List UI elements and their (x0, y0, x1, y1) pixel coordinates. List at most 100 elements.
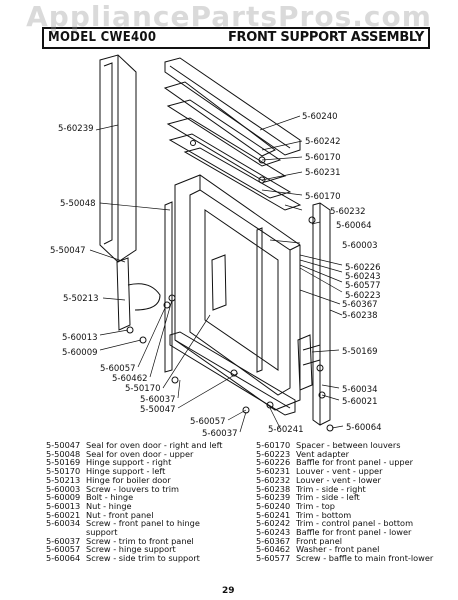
legend-part-number: 5-60021 (46, 509, 81, 520)
legend-row: 5-50048 Seal for oven door - upper (46, 448, 223, 459)
legend-part-number: 5-60577 (256, 553, 291, 564)
legend-part-number: 5-60064 (46, 553, 81, 564)
callout-5-60021: 5-60021 (342, 397, 378, 407)
callout-5-50169: 5-50169 (342, 347, 378, 357)
legend-part-number: 5-60243 (256, 527, 291, 538)
legend-description: Louver - vent - lower (296, 474, 381, 485)
legend-part-number: 5-50048 (46, 448, 81, 459)
callout-5-60226: 5-60226 (345, 263, 381, 273)
legend-description: Trim - bottom (296, 509, 352, 520)
callout-5-60243: 5-60243 (345, 272, 381, 282)
legend-row: 5-60037 Screw - trim to front panel (46, 537, 223, 546)
legend-part-number: 5-60231 (256, 466, 291, 477)
callout-5-50170: 5-50170 (125, 384, 161, 394)
legend-description: Washer - front panel (296, 544, 380, 555)
legend-part-number: 5-60232 (256, 474, 291, 485)
legend-row: 5-60243 Baffle for front panel - lower (256, 528, 433, 537)
legend-part-number: 5-60226 (256, 457, 291, 468)
callout-5-60462: 5-60462 (112, 374, 148, 384)
exploded-diagram: 5-60240 5-60239 5-60242 5-60170 5-60231 … (50, 54, 382, 439)
legend-row: support (46, 528, 223, 537)
legend-part-number: 5-60034 (46, 518, 81, 529)
legend-description: Bolt - hinge (86, 492, 134, 503)
legend-right-column: 5-60170 Spacer - between louvers 5-60223 Ve… (256, 441, 433, 563)
legend-row: 5-60232 Louver - vent - lower (256, 476, 433, 485)
legend-part-number: 5-60013 (46, 500, 81, 511)
model-title: MODEL CWE400 (48, 30, 157, 45)
legend-part-number: 5-60239 (256, 492, 291, 503)
section-title: FRONT SUPPORT ASSEMBLY (227, 30, 424, 45)
legend-description: support (86, 527, 118, 538)
callout-5-60242: 5-60242 (305, 137, 341, 147)
legend-part-number: 5-60003 (46, 483, 81, 494)
callout-5-60057: 5-60057 (100, 364, 136, 374)
legend-part-number: 5-60242 (256, 518, 291, 529)
callout-5-60057-b: 5-60057 (190, 417, 226, 427)
legend-part-number: 5-60223 (256, 448, 291, 459)
legend-description: Screw - louvers to trim (86, 483, 180, 494)
page-number: 29 (222, 586, 235, 596)
legend-description: Front panel (296, 535, 343, 546)
legend-row: 5-60170 Spacer - between louvers (256, 441, 433, 450)
callout-5-60009: 5-60009 (62, 348, 98, 358)
legend-row: 5-60223 Vent adapter (256, 448, 433, 459)
legend-description: Screw - front panel to hinge (86, 518, 200, 529)
legend-part-number: 5-60241 (256, 509, 291, 520)
legend-description: Hinge support - left (86, 466, 166, 477)
callout-5-60003: 5-60003 (342, 241, 378, 251)
callout-5-60034: 5-60034 (342, 385, 378, 395)
legend-part-number: 5-60238 (256, 483, 291, 494)
legend-description: Seal for oven door - upper (86, 448, 194, 459)
legend-row: 5-60241 Trim - bottom (256, 509, 433, 520)
callout-5-60232: 5-60232 (330, 207, 366, 217)
legend-description: Spacer - between louvers (296, 440, 401, 450)
legend-part-number: 5-60057 (46, 544, 81, 555)
legend-row: 5-60009 Bolt - hinge (46, 493, 223, 502)
callout-5-60013: 5-60013 (62, 333, 98, 343)
callout-5-60367: 5-60367 (342, 300, 378, 310)
legend-description: Vent adapter (296, 448, 350, 459)
callout-5-60037: 5-60037 (140, 395, 176, 405)
callout-labels: 5-60240 5-60239 5-60242 5-60170 5-60231 … (50, 112, 382, 439)
legend-part-number: 5-60009 (46, 492, 81, 503)
callout-5-60239: 5-60239 (58, 124, 94, 134)
legend-description: Baffle for front panel - lower (296, 527, 412, 538)
callout-5-60170-b: 5-60170 (305, 192, 341, 202)
legend-row: 5-60003 Screw - louvers to trim (46, 483, 223, 494)
callout-5-60238: 5-60238 (342, 311, 378, 321)
legend-part-number: 5-60240 (256, 500, 291, 511)
legend-description: Hinge for boiler door (86, 474, 171, 485)
callout-5-50047: 5-50047 (50, 246, 86, 256)
legend-part-number: 5-50213 (46, 474, 81, 485)
page-header: MODEL CWE400 FRONT SUPPORT ASSEMBLY (42, 27, 430, 49)
callout-5-60231: 5-60231 (305, 168, 341, 178)
legend-description: Louver - vent - upper (296, 466, 383, 477)
legend-description: Screw - baffle to main front-lower (296, 553, 434, 564)
legend-row: 5-60462 Washer - front panel (256, 545, 433, 554)
legend-part-number: 5-60170 (256, 440, 291, 450)
callout-5-60577: 5-60577 (345, 281, 381, 291)
legend-description: Hinge support - right (86, 457, 172, 468)
legend-part-number: 5-50047 (46, 440, 81, 450)
callout-5-60240: 5-60240 (302, 112, 338, 122)
legend-row: 5-60231 Louver - vent - upper (256, 467, 433, 476)
legend-row: 5-60238 Trim - side - right (256, 483, 433, 494)
legend-part-number: 5-60462 (256, 544, 291, 555)
legend-part-number: 5-50170 (46, 466, 81, 477)
leader-lines (89, 115, 344, 433)
callout-5-60223: 5-60223 (345, 291, 381, 301)
parts-drawing (99, 54, 334, 432)
legend-description: Screw - trim to front panel (86, 535, 194, 546)
callout-5-60064: 5-60064 (336, 221, 372, 231)
legend-part-number: 5-60037 (46, 535, 81, 546)
callout-5-50213: 5-50213 (63, 294, 99, 304)
legend-description: Trim - side - right (296, 483, 366, 494)
